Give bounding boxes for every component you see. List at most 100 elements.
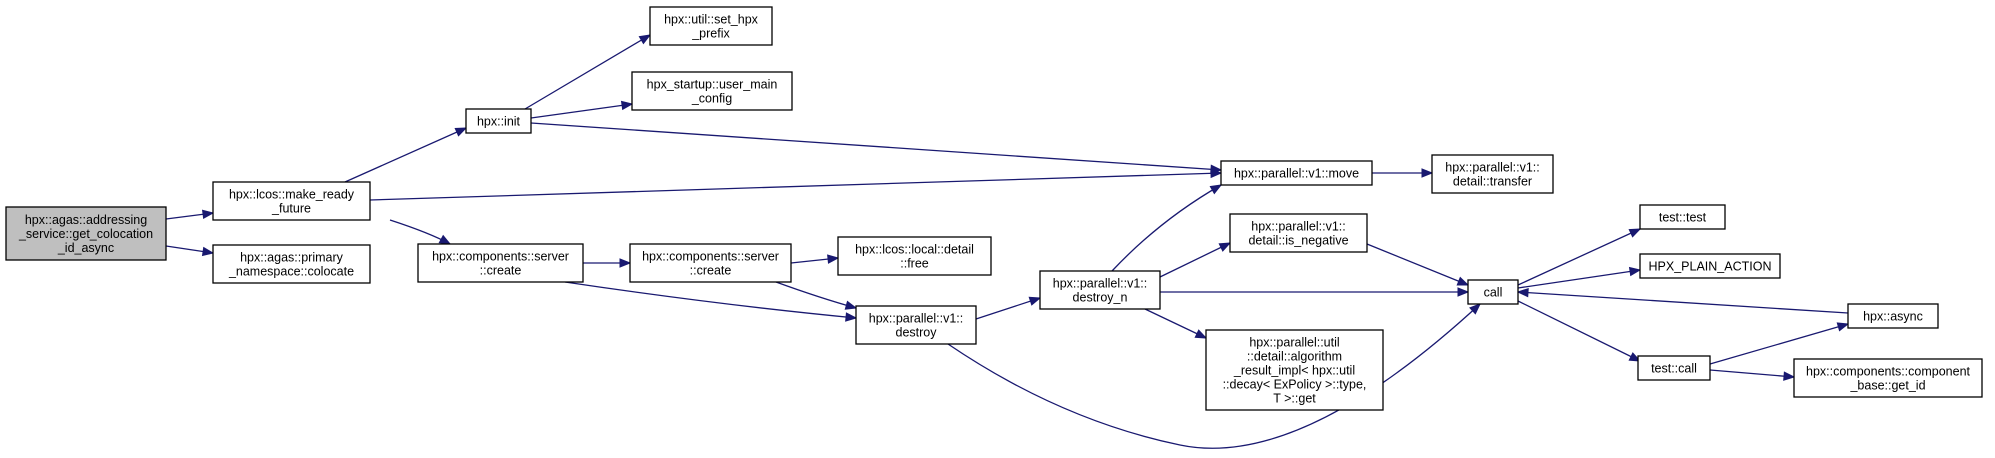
node-user-main-config[interactable]: hpx_startup::user_main_config xyxy=(631,71,793,111)
node-label: ::free xyxy=(900,257,929,271)
node-async[interactable]: hpx::async xyxy=(1847,303,1939,329)
arrowhead-icon xyxy=(1210,164,1223,175)
arrowhead-icon xyxy=(201,246,215,257)
node-label: _namespace::colocate xyxy=(228,265,354,279)
node-destroy-n[interactable]: hpx::parallel::v1::destroy_n xyxy=(1039,270,1161,310)
edge-line xyxy=(1111,184,1222,272)
node-box xyxy=(212,244,371,284)
node-set-hpx-prefix[interactable]: hpx::util::set_hpx_prefix xyxy=(649,6,773,46)
node-server-create2[interactable]: hpx::components::server::create xyxy=(629,243,792,283)
arrowhead-icon xyxy=(619,258,632,268)
edge-destroy_n-to-is_negative xyxy=(1159,242,1232,278)
node-box xyxy=(1467,279,1519,305)
arrowhead-icon xyxy=(201,209,215,220)
edge-line xyxy=(530,103,633,119)
node-label: hpx::util::set_hpx xyxy=(664,13,759,27)
edge-init-to-move xyxy=(530,122,1223,175)
edge-line xyxy=(369,172,1222,201)
arrowhead-icon xyxy=(844,300,858,310)
node-box xyxy=(629,243,792,283)
node-label: T >::get xyxy=(1273,392,1316,406)
node-label: hpx::agas::addressing xyxy=(25,213,147,227)
node-box xyxy=(1220,160,1373,186)
node-server-create1[interactable]: hpx::components::server::create xyxy=(417,243,584,283)
node-move[interactable]: hpx::parallel::v1::move xyxy=(1220,160,1373,186)
node-get-id[interactable]: hpx::components::component_base::get_id xyxy=(1793,358,1983,398)
node-label: _id_async xyxy=(57,241,114,255)
edge-test_call-to-async xyxy=(1709,322,1850,365)
arrowhead-icon xyxy=(1783,371,1796,381)
node-label: ::create xyxy=(690,264,732,278)
edge-line xyxy=(775,281,857,309)
node-label: ::decay< ExPolicy >::type, xyxy=(1223,378,1367,392)
edge-line xyxy=(1517,291,1849,314)
arrowhead-icon xyxy=(845,312,858,322)
edge-line xyxy=(524,34,651,110)
edge-init-to-user_main_config xyxy=(530,100,634,119)
node-primary-colocate[interactable]: hpx::agas::primary_namespace::colocate xyxy=(212,244,371,284)
arrowhead-icon xyxy=(438,234,452,245)
node-test-test[interactable]: test::test xyxy=(1639,204,1726,230)
node-local-free[interactable]: hpx::lcos::local::detail::free xyxy=(837,236,992,276)
edge-is_negative-to-call xyxy=(1366,243,1470,286)
node-box xyxy=(649,6,773,46)
node-label: hpx::agas::primary xyxy=(240,251,344,265)
node-box xyxy=(631,71,793,111)
node-box xyxy=(855,305,977,345)
edge-server_create1-to-destroy xyxy=(564,281,858,322)
node-root[interactable]: hpx::agas::addressing_service::get_coloc… xyxy=(5,206,167,261)
arrowhead-icon xyxy=(1628,228,1642,238)
arrowhead-icon xyxy=(638,34,652,45)
node-box xyxy=(1639,204,1726,230)
node-layer: hpx::agas::addressing_service::get_coloc… xyxy=(5,6,1983,411)
edge-line xyxy=(530,122,1222,171)
node-make-ready-future[interactable]: hpx::lcos::make_ready_future xyxy=(212,181,371,221)
node-label: _result_impl< hpx::util xyxy=(1233,364,1355,378)
node-label: ::create xyxy=(480,264,522,278)
arrowhead-icon xyxy=(1218,242,1232,252)
node-label: detail::transfer xyxy=(1453,175,1532,189)
arrowhead-icon xyxy=(1456,276,1470,286)
edge-make_ready_future-to-server_create1 xyxy=(389,219,452,245)
edge-line xyxy=(975,297,1041,320)
edge-init-to-set_hpx_prefix xyxy=(524,34,652,110)
arrowhead-icon xyxy=(827,254,840,264)
node-label: _future xyxy=(271,202,311,216)
edge-line xyxy=(564,281,857,319)
node-label: destroy_n xyxy=(1073,291,1128,305)
node-box xyxy=(465,108,532,134)
edge-line xyxy=(1517,300,1641,362)
node-box xyxy=(1847,303,1939,329)
edge-destroy_n-to-result_get xyxy=(1144,308,1208,339)
arrowhead-icon xyxy=(1421,168,1434,178)
edge-layer xyxy=(165,34,1850,449)
node-label: _config xyxy=(691,92,732,106)
node-result-get[interactable]: hpx::parallel::util::detail::algorithm_r… xyxy=(1205,329,1384,411)
arrowhead-icon xyxy=(1628,352,1642,362)
node-label: detail::is_negative xyxy=(1248,234,1348,248)
node-box xyxy=(417,243,584,283)
edge-destroy-to-destroy_n xyxy=(975,296,1042,320)
arrowhead-icon xyxy=(1836,322,1850,332)
node-label: hpx::lcos::local::detail xyxy=(855,243,974,257)
node-destroy[interactable]: hpx::parallel::v1::destroy xyxy=(855,305,977,345)
edge-server_create2-to-destroy xyxy=(775,281,858,310)
node-call[interactable]: call xyxy=(1467,279,1519,305)
node-label: hpx::parallel::v1:: xyxy=(1053,277,1148,291)
node-plain-action[interactable]: HPX_PLAIN_ACTION xyxy=(1639,253,1781,279)
node-box xyxy=(1205,329,1384,411)
node-label: test::call xyxy=(1651,362,1697,376)
node-is-negative[interactable]: hpx::parallel::v1::detail::is_negative xyxy=(1229,213,1368,253)
node-test-call[interactable]: test::call xyxy=(1637,355,1711,381)
node-transfer[interactable]: hpx::parallel::v1::detail::transfer xyxy=(1431,154,1554,194)
edge-line xyxy=(1517,269,1641,289)
edge-call-to-plain_action xyxy=(1517,266,1642,289)
node-init[interactable]: hpx::init xyxy=(465,108,532,134)
node-label: ::detail::algorithm xyxy=(1247,350,1342,364)
node-label: hpx::parallel::v1:: xyxy=(1445,161,1540,175)
arrowhead-icon xyxy=(1209,184,1223,195)
edge-line xyxy=(1709,369,1795,378)
node-box xyxy=(5,206,167,261)
edge-make_ready_future-to-init xyxy=(344,127,468,183)
node-label: hpx_startup::user_main xyxy=(647,78,778,92)
